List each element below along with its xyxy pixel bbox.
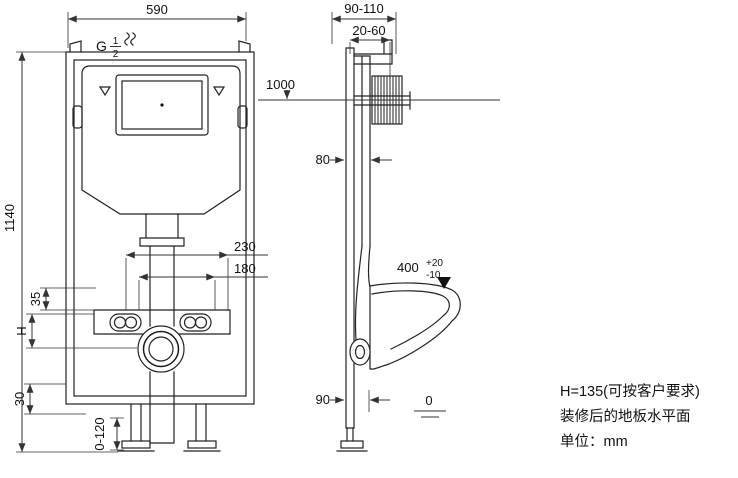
dim-590-label: 590	[146, 2, 168, 17]
side-foot-plate	[340, 440, 364, 449]
dim-230-label: 230	[234, 239, 256, 254]
dim-400-tol-plus: +20	[426, 258, 443, 269]
access-panel-outer	[115, 74, 209, 136]
adjustable-legs	[130, 403, 207, 442]
note-h-value: H=135(可按客户要求)	[560, 383, 700, 400]
dim-20-60-label: 20-60	[352, 23, 385, 38]
dim-400-label: 400	[397, 260, 419, 275]
water-supply-icon	[124, 32, 136, 46]
dim-0-120-label: 0-120	[92, 417, 107, 450]
note-floor-level: 装修后的地板水平面	[560, 407, 691, 425]
extension-lines	[24, 383, 86, 415]
side-flush-pipe	[354, 245, 371, 341]
side-drain-elbow-core	[354, 344, 366, 360]
frame-outline	[65, 51, 255, 405]
extension-lines	[26, 313, 137, 349]
toilet-bowl-rim	[371, 290, 450, 350]
extension-lines	[349, 42, 391, 76]
front-view	[65, 32, 255, 452]
drain-down-pipe	[149, 371, 175, 444]
dim-400-tol-minus: -10	[426, 270, 441, 281]
dim-90-110-label: 90-110	[344, 1, 384, 16]
extension-lines	[67, 12, 247, 48]
notes-block: H=135(可按客户要求) 装修后的地板水平面 单位：mm	[560, 383, 700, 450]
tank-clip-left	[72, 105, 83, 129]
panel-center-dot	[160, 103, 164, 107]
floor-datum-lines	[414, 410, 446, 418]
side-cistern-profile	[353, 55, 371, 247]
datum-triangle	[437, 277, 451, 289]
tank-clip-right	[237, 105, 248, 129]
hanger-tabs	[69, 40, 251, 53]
side-view	[336, 39, 461, 452]
extension-lines	[40, 287, 96, 311]
thread-g-label: G	[96, 38, 107, 54]
extension-lines	[16, 51, 118, 453]
flush-valve-pipe	[139, 213, 185, 327]
foot-plate-right	[187, 440, 217, 449]
dim-80-label: 80	[316, 152, 330, 167]
dim-1140-label: 1140	[2, 204, 17, 232]
access-panel-inner	[121, 80, 203, 130]
thread-denominator: 2	[113, 49, 119, 60]
wall-bracket-arm	[353, 39, 393, 65]
extension-lines	[138, 280, 216, 310]
drain-outlet	[137, 325, 185, 373]
note-units: 单位：mm	[560, 433, 628, 450]
dim-35-label: 35	[28, 292, 43, 306]
extension-lines	[125, 258, 229, 310]
fixing-bolt	[124, 316, 138, 329]
frame-inner-outline	[73, 59, 247, 397]
fixing-bolt	[194, 316, 208, 329]
floor-zero-label: 0	[425, 393, 432, 408]
dim-1000-label: 1000	[266, 77, 295, 92]
water-level-marks	[98, 86, 226, 97]
cistern-tank	[81, 65, 241, 215]
dim-90-label: 90	[316, 392, 330, 407]
dimension-lines	[16, 12, 500, 453]
drain-outlet-ring	[142, 330, 180, 368]
side-frame-rail	[345, 47, 355, 429]
side-leg	[346, 427, 354, 442]
toilet-bowl-profile	[369, 282, 461, 370]
dimension-labels: 590 G 1 2 1140 1000 230 180 35 H 30 0-12…	[2, 1, 443, 451]
dim-h-label: H	[14, 326, 29, 335]
dim-180-label: 180	[234, 261, 256, 276]
side-drain-elbow	[349, 338, 371, 366]
drain-outlet-core	[148, 336, 174, 362]
thread-numerator: 1	[113, 36, 119, 47]
foot-plate-left	[121, 440, 151, 449]
dim-30-label: 30	[12, 392, 27, 406]
